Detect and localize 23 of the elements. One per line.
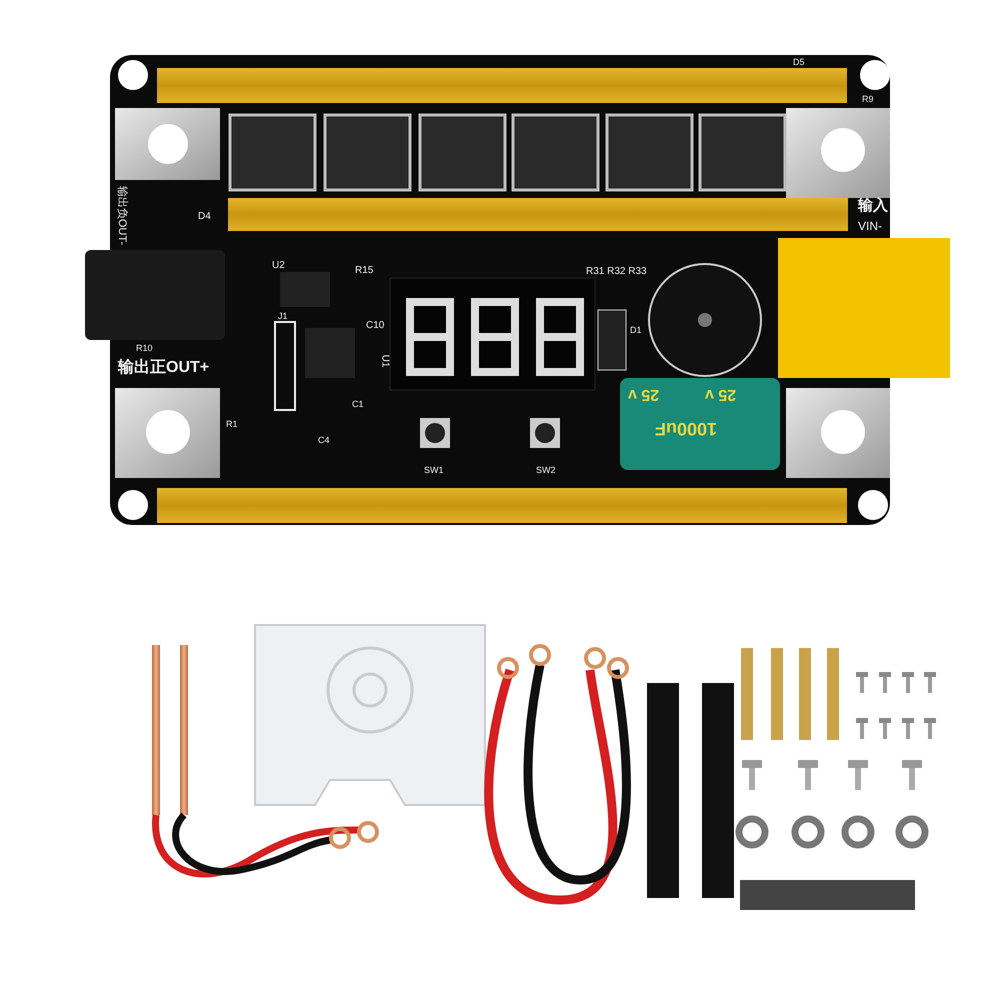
silkscreen-label: SW1	[424, 466, 444, 475]
silkscreen-label: R15	[355, 266, 374, 276]
silkscreen-label: J1	[278, 312, 288, 321]
silkscreen-label: 输出正OUT+	[118, 360, 210, 376]
silkscreen-label: R31 R32 R33	[586, 267, 647, 277]
silkscreen-label: 输出负OUT-	[116, 186, 128, 246]
silkscreen-label: D4	[198, 212, 211, 222]
silkscreen-label: VIN-	[858, 220, 882, 232]
silkscreen-label: U1	[379, 354, 390, 368]
silkscreen-label: C1	[352, 400, 364, 409]
silkscreen-label: 输入	[858, 198, 888, 213]
silkscreen-label: U2	[272, 261, 285, 271]
silkscreen-label: D5	[793, 58, 805, 67]
silkscreen-label: C4	[318, 436, 330, 445]
silkscreen-label: R9	[862, 95, 874, 104]
silkscreen-label: R10	[136, 344, 153, 353]
silkscreen-label: 25 v	[628, 386, 660, 402]
silkscreen-label: D1	[630, 326, 642, 335]
silkscreen-label: R1	[226, 420, 238, 429]
silkscreen-label: SW2	[536, 466, 556, 475]
silkscreen-label: 1000uF	[655, 420, 718, 438]
silkscreen-label: C10	[366, 321, 384, 331]
silkscreen-label: 25 v	[705, 386, 736, 402]
